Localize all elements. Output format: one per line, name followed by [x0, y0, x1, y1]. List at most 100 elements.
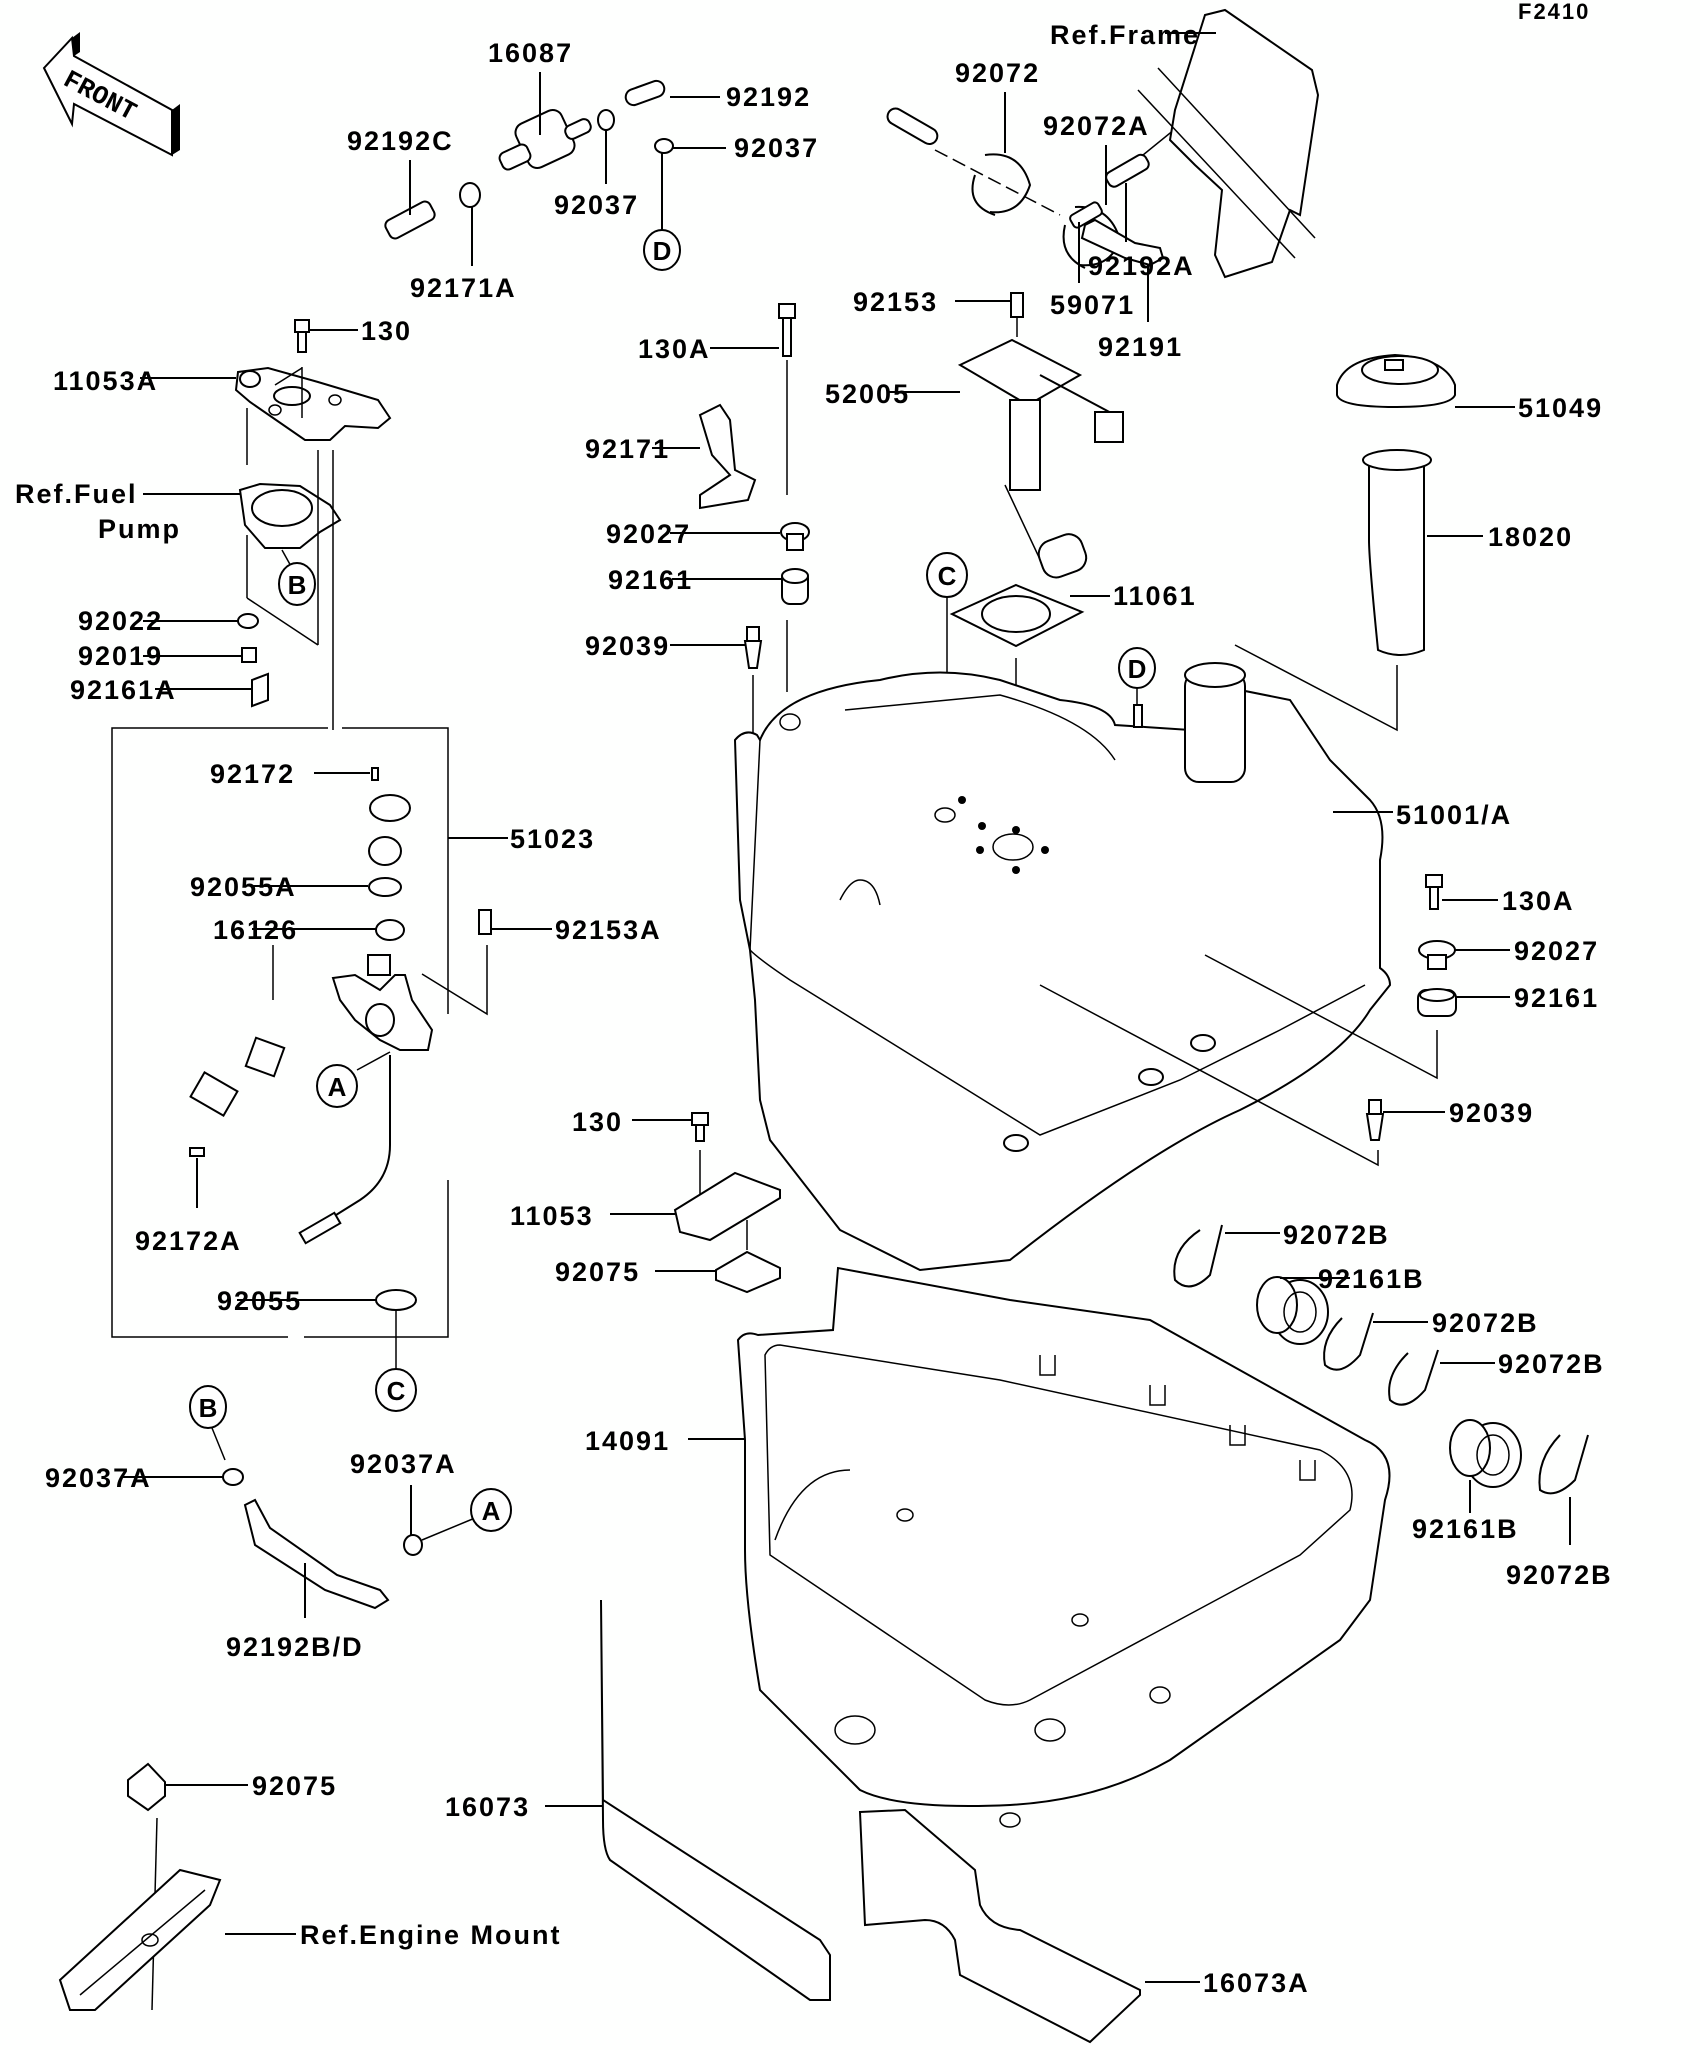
label-92072[interactable]: 92072: [955, 58, 1040, 88]
part-92192A-hose[interactable]: [1104, 153, 1151, 189]
ref-frame[interactable]: [1137, 8, 1320, 279]
label-ref-fuel-pump-1[interactable]: Ref.Fuel: [15, 479, 138, 509]
label-92027-left[interactable]: 92027: [606, 519, 691, 549]
label-51049[interactable]: 51049: [1518, 393, 1603, 423]
label-130A-right[interactable]: 130A: [1502, 886, 1575, 916]
part-14091-tank-tray[interactable]: [736, 1266, 1391, 1828]
part-92172-screw[interactable]: [371, 767, 379, 781]
label-92153A[interactable]: 92153A: [555, 915, 662, 945]
label-92075-bottom[interactable]: 92075: [252, 1771, 337, 1801]
part-16126-diaphragm[interactable]: [375, 919, 405, 941]
label-52005[interactable]: 52005: [825, 379, 910, 409]
label-11053[interactable]: 11053: [510, 1201, 594, 1231]
label-92037A-left[interactable]: 92037A: [45, 1463, 152, 1493]
part-11061-gasket[interactable]: [949, 583, 1085, 648]
part-92192BD-hose[interactable]: [243, 1498, 390, 1610]
part-130A-bolt-left[interactable]: [778, 303, 796, 319]
label-92055[interactable]: 92055: [217, 1286, 302, 1316]
label-92161B-1[interactable]: 92161B: [1318, 1264, 1425, 1294]
part-130A-bolt-right[interactable]: [1425, 874, 1443, 888]
part-16073-shield[interactable]: [600, 1599, 831, 2001]
label-92172[interactable]: 92172: [210, 759, 295, 789]
label-130A-left[interactable]: 130A: [638, 334, 711, 364]
part-11053A-bracket[interactable]: [234, 366, 392, 441]
label-ref-engine-mount[interactable]: Ref.Engine Mount: [300, 1920, 561, 1950]
label-51023[interactable]: 51023: [510, 824, 595, 854]
label-92153[interactable]: 92153: [853, 287, 938, 317]
label-92039-right[interactable]: 92039: [1449, 1098, 1534, 1128]
part-18020-filler-strainer[interactable]: [1362, 449, 1432, 656]
label-92171[interactable]: 92171: [585, 434, 670, 464]
label-92172A[interactable]: 92172A: [135, 1226, 242, 1256]
part-52005-fuel-gauge[interactable]: [957, 338, 1124, 581]
part-valve-plate[interactable]: [244, 1036, 286, 1078]
part-92027-collar-right[interactable]: [1418, 940, 1456, 970]
part-92037A-clamp-right[interactable]: [403, 1534, 423, 1556]
label-92161-left[interactable]: 92161: [608, 565, 693, 595]
part-92192C-fitting[interactable]: [383, 199, 437, 240]
part-92191-hose[interactable]: [1080, 218, 1165, 267]
label-92161A[interactable]: 92161A: [70, 675, 177, 705]
label-92072B-2[interactable]: 92072B: [1432, 1308, 1539, 1338]
part-92039-clip-left[interactable]: [743, 626, 763, 669]
part-51001A-fuel-tank[interactable]: [733, 662, 1392, 1272]
label-92037-left[interactable]: 92037: [554, 190, 639, 220]
label-92191[interactable]: 92191: [1098, 332, 1183, 362]
part-92037-clamp[interactable]: [597, 109, 674, 154]
part-92072B-tie-1[interactable]: [1173, 1224, 1223, 1288]
label-92022[interactable]: 92022: [78, 606, 163, 636]
label-59071[interactable]: 59071: [1050, 290, 1135, 320]
label-16073A[interactable]: 16073A: [1203, 1968, 1310, 1998]
part-92022-washer[interactable]: [237, 613, 259, 629]
part-92161B-grommet-1[interactable]: [1256, 1276, 1329, 1345]
label-92027-right[interactable]: 92027: [1514, 936, 1599, 966]
part-11053-bracket[interactable]: [673, 1171, 781, 1242]
part-92171-bracket[interactable]: [698, 403, 757, 510]
label-92072A[interactable]: 92072A: [1043, 111, 1150, 141]
part-92072-clamp[interactable]: [971, 153, 1032, 216]
label-ref-frame[interactable]: Ref.Frame: [1050, 20, 1200, 50]
part-cover[interactable]: [369, 794, 411, 822]
label-92161-right[interactable]: 92161: [1514, 983, 1599, 1013]
part-92037A-clamp-left[interactable]: [222, 1468, 244, 1486]
label-92072B-1[interactable]: 92072B: [1283, 1220, 1390, 1250]
label-16087[interactable]: 16087: [488, 38, 573, 68]
part-92192-hose[interactable]: [623, 79, 666, 108]
part-92072B-tie-2[interactable]: [1323, 1312, 1374, 1371]
label-16073[interactable]: 16073: [445, 1792, 530, 1822]
label-11061[interactable]: 11061: [1113, 581, 1197, 611]
label-14091[interactable]: 14091: [585, 1426, 670, 1456]
part-51049-fuel-cap[interactable]: [1336, 353, 1456, 409]
part-92039-clip-right[interactable]: [1365, 1099, 1385, 1141]
label-92072B-3[interactable]: 92072B: [1498, 1349, 1605, 1379]
part-hose-short[interactable]: [885, 106, 941, 147]
part-92171A-clamp[interactable]: [459, 182, 481, 208]
label-92161B-2[interactable]: 92161B: [1412, 1514, 1519, 1544]
ref-fuel-pump[interactable]: [238, 482, 342, 549]
part-92161-damper-right[interactable]: [1417, 988, 1457, 1017]
label-51001A[interactable]: 51001/A: [1396, 800, 1512, 830]
part-130-bolt[interactable]: [294, 319, 310, 353]
part-16073A-shield[interactable]: [858, 1808, 1141, 2044]
part-92075-pad-bottom[interactable]: [127, 1762, 166, 1812]
part-fuel-hose[interactable]: [319, 1055, 391, 1226]
label-92055A[interactable]: 92055A: [190, 872, 297, 902]
part-hose-strainer[interactable]: [298, 1211, 342, 1245]
part-92055A-oring[interactable]: [368, 877, 402, 897]
label-18020[interactable]: 18020: [1488, 522, 1573, 552]
part-92153A-screw[interactable]: [478, 909, 492, 935]
label-92171A[interactable]: 92171A: [410, 273, 517, 303]
label-16126[interactable]: 16126: [213, 915, 298, 945]
part-92019-nut[interactable]: [241, 647, 257, 663]
part-130-bolt-mid[interactable]: [691, 1112, 709, 1126]
label-92192C[interactable]: 92192C: [347, 126, 454, 156]
part-92055-oring[interactable]: [375, 1289, 417, 1311]
label-92019[interactable]: 92019: [78, 641, 163, 671]
label-92037-top[interactable]: 92037: [734, 133, 819, 163]
part-92153-screw[interactable]: [1010, 292, 1024, 318]
ref-engine-mount[interactable]: [58, 1868, 222, 2011]
part-92161-damper-left[interactable]: [781, 568, 809, 605]
part-92161B-grommet-2[interactable]: [1449, 1419, 1522, 1488]
part-92172A-screw[interactable]: [189, 1147, 205, 1157]
part-valve-lever[interactable]: [189, 1071, 239, 1117]
